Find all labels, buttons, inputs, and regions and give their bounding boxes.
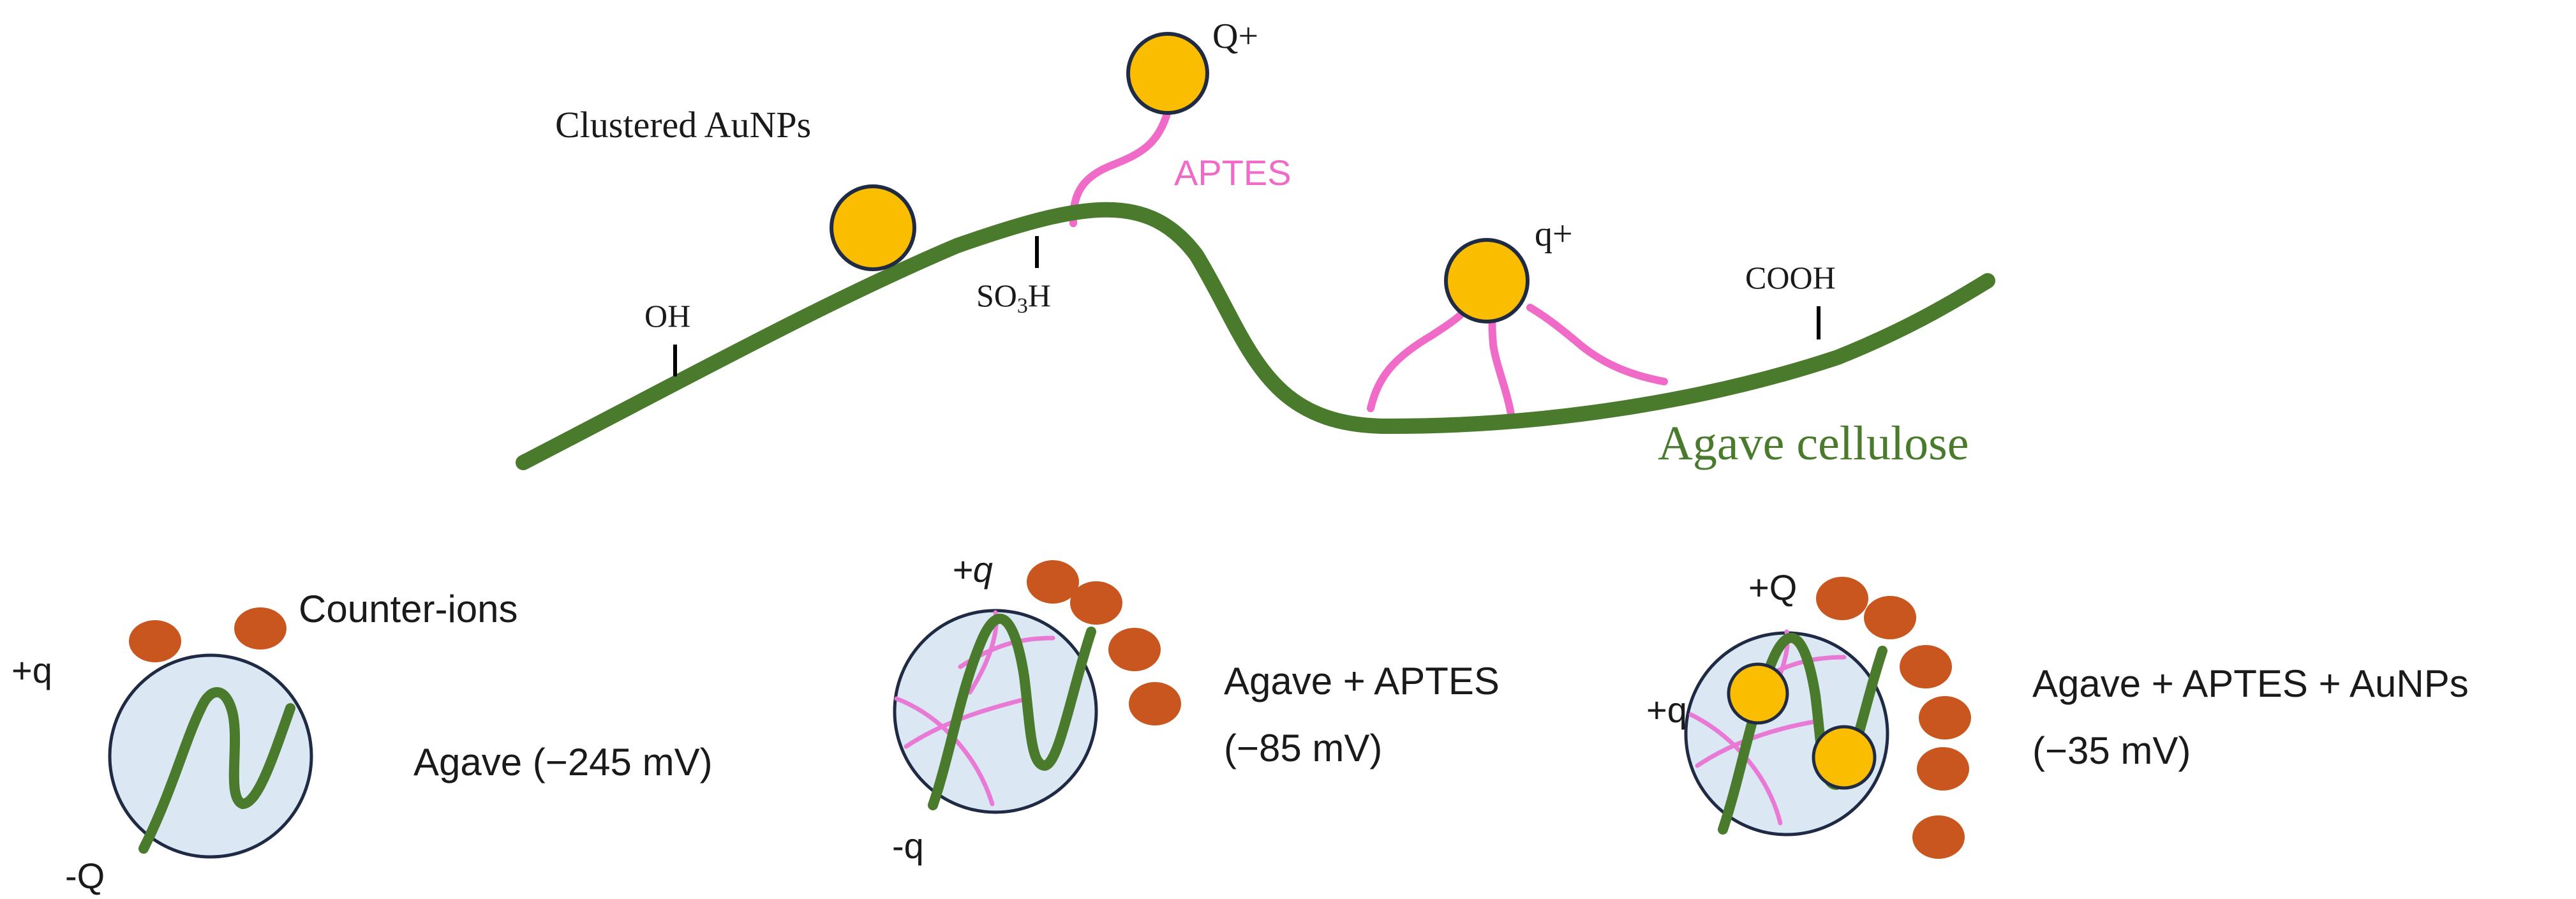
agave-aptes-aunps-label-line2: (−35 mV): [2032, 729, 2191, 772]
aptes-label: APTES: [1174, 152, 1292, 193]
q-plus-small-label: q+: [1535, 214, 1573, 254]
agave-zeta-label: Agave (−245 mV): [413, 741, 713, 784]
counter-ion: [234, 607, 287, 650]
counter-ion: [1900, 645, 1952, 688]
so3h-label: SO3H: [976, 278, 1051, 318]
agave-charge-top: +q: [11, 650, 52, 690]
agave-aptes-particle-fiber: [928, 613, 1096, 810]
agave-aptes-aunps-charge-top: +Q: [1748, 567, 1797, 607]
particle-aunp: [1812, 725, 1877, 790]
clustered-aunps-label: Clustered AuNPs: [555, 104, 811, 145]
aptes-linker-single: [1069, 108, 1172, 227]
counter-ion: [1108, 628, 1161, 671]
agave-aptes-charge-top: +q: [952, 549, 993, 590]
aptes-chain: [1695, 718, 1821, 768]
aunp-q-plus-small: [1444, 238, 1530, 323]
counter-ion: [1129, 682, 1181, 725]
cellulose-fiber: [516, 202, 1995, 470]
counter-ions-label: Counter-ions: [299, 588, 518, 630]
aunp-q-plus-big: [1126, 32, 1209, 115]
particle-agave-aptes-aunps: +Q +q Agave + APTES + AuNPs (−35 mV): [1646, 567, 2469, 859]
agave-aptes-charge-bottom: -q: [892, 826, 924, 866]
counter-ion: [1912, 815, 1965, 859]
agave-aptes-aunps-label-line1: Agave + APTES + AuNPs: [2032, 662, 2469, 705]
aptes-linker-right: [1526, 304, 1668, 385]
so3h-main: SO: [976, 278, 1017, 313]
particle-aunp: [1727, 662, 1789, 725]
so3h-subscript: 3: [1017, 294, 1028, 318]
cooh-label: COOH: [1745, 260, 1836, 295]
agave-aptes-label-line2: (−85 mV): [1224, 727, 1382, 769]
particle-agave: Counter-ions +q -Q Agave (−245 mV): [11, 588, 713, 896]
aptes-linker-middle: [1488, 304, 1516, 425]
oh-label: OH: [644, 298, 690, 334]
agave-charge-bottom: -Q: [65, 856, 105, 896]
counter-ion: [1917, 747, 1969, 791]
agave-cellulose-label: Agave cellulose: [1658, 417, 1969, 470]
aptes-chain: [904, 696, 1030, 749]
clustered-aunp: [830, 184, 916, 271]
q-plus-big-label: Q+: [1212, 17, 1258, 56]
counter-ion: [1816, 577, 1868, 620]
agave-aptes-aunps-charge-left: +q: [1646, 690, 1687, 730]
agave-particle-fiber: [138, 687, 295, 854]
aptes-linker-left: [1367, 296, 1478, 412]
counter-ion: [1919, 696, 1971, 739]
counter-ion: [129, 620, 181, 662]
counter-ion: [1864, 596, 1916, 639]
counter-ion: [1070, 581, 1122, 625]
agave-particle-body: [108, 653, 313, 859]
particle-agave-aptes: +q -q Agave + APTES (−85 mV): [892, 549, 1500, 866]
so3h-tail: H: [1028, 278, 1051, 313]
agave-aptes-label-line1: Agave + APTES: [1224, 660, 1500, 702]
counter-ion: [1027, 560, 1079, 604]
top-panel: Clustered AuNPs APTES Q+ q+ OH SO3H COOH…: [516, 17, 1995, 470]
bottom-panel: Counter-ions +q -Q Agave (−245 mV) +q -q…: [11, 549, 2469, 896]
